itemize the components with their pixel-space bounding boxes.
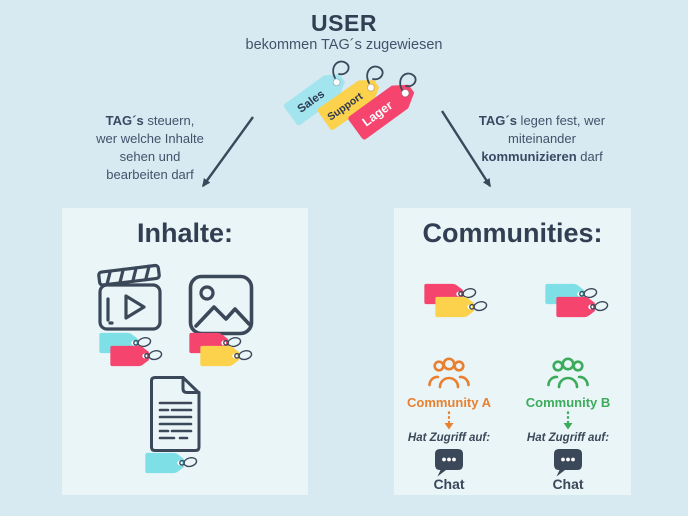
video-icon [97, 263, 162, 331]
community-b-chat-label: Chat [552, 476, 584, 492]
right-note-text: darf [576, 149, 603, 164]
tag-icon [145, 452, 198, 474]
image-icon [188, 274, 254, 336]
inhalte-panel: Inhalte: [62, 208, 308, 495]
page-title: USER [311, 10, 377, 36]
left-note-text: sehen und [119, 149, 181, 164]
communities-heading: Communities: [422, 218, 603, 248]
community-a-people-icon [428, 357, 470, 389]
page-subtitle: bekommen TAG´s zugewiesen [245, 37, 443, 53]
left-note-text: bearbeiten darf [106, 167, 194, 182]
community-b-access-label: Hat Zugriff auf: [526, 432, 610, 444]
community-b-label: Community B [525, 395, 611, 410]
community-a-label: Community A [406, 395, 492, 410]
document-icon [150, 376, 201, 452]
tag-icon [110, 345, 163, 367]
tag-cluster-illustration: Sales Support Lager [283, 60, 417, 140]
dotted-arrow-icon [444, 411, 454, 430]
right-note-text: legen fest, wer [516, 113, 606, 128]
tag-icon [200, 345, 253, 367]
right-note-text: miteinander [508, 131, 576, 146]
dotted-arrow-icon [563, 411, 573, 430]
tag-icon [435, 296, 488, 318]
left-note: TAG´s steuern, wer welche Inhalte sehen … [70, 112, 230, 184]
community-b-people-icon [547, 357, 589, 389]
community-a-access-label: Hat Zugriff auf: [407, 432, 491, 444]
communities-panel: Communities: [394, 208, 631, 495]
chat-icon [435, 449, 463, 477]
chat-icon [554, 449, 582, 477]
left-note-text: wer welche Inhalte [96, 131, 204, 146]
tag-string-icon [366, 65, 384, 84]
right-note-bold: TAG´s [478, 113, 517, 128]
tag-icon [556, 296, 609, 318]
inhalte-heading: Inhalte: [136, 218, 233, 248]
tag-string-icon [399, 72, 417, 91]
right-note-bold: kommunizieren [481, 149, 577, 164]
tag-string-icon [332, 60, 350, 79]
right-note: TAG´s legen fest, wer miteinander kommun… [456, 112, 628, 166]
left-note-bold: TAG´s [105, 113, 144, 128]
left-note-text: steuern, [143, 113, 195, 128]
community-a-chat-label: Chat [433, 476, 465, 492]
